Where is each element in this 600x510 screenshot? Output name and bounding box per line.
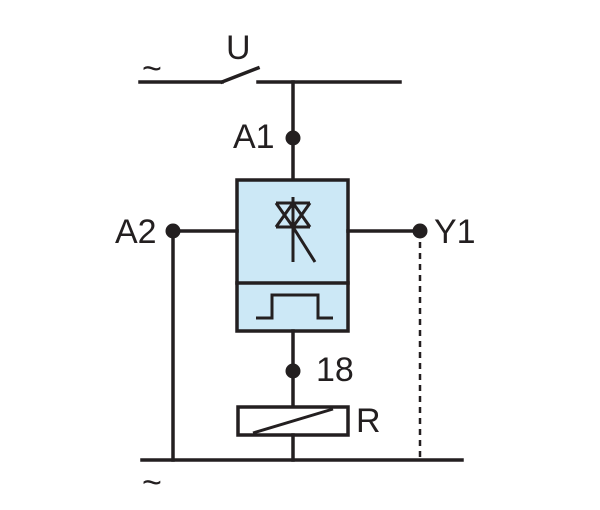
relay-label: R: [356, 402, 381, 440]
terminal-18-node: [285, 363, 301, 379]
supply-symbol-top: ~: [142, 50, 162, 88]
terminal-a2-node: [165, 223, 181, 239]
timer-module: [235, 178, 350, 333]
switch-label: U: [226, 29, 251, 67]
top-supply-rail: [138, 65, 402, 85]
terminal-y1-label: Y1: [434, 213, 476, 251]
relay-coil-icon: [236, 405, 350, 437]
terminal-y1-node: [412, 223, 428, 239]
pulse-icon: [256, 293, 333, 320]
triac-icon: [274, 197, 317, 263]
switch-contact: [219, 65, 261, 85]
terminal-a2-label: A2: [115, 213, 157, 251]
supply-symbol-bottom: ~: [142, 464, 162, 502]
terminal-18-label: 18: [316, 351, 354, 389]
terminal-a1-node: [285, 130, 301, 146]
terminal-a1-label: A1: [233, 118, 275, 156]
